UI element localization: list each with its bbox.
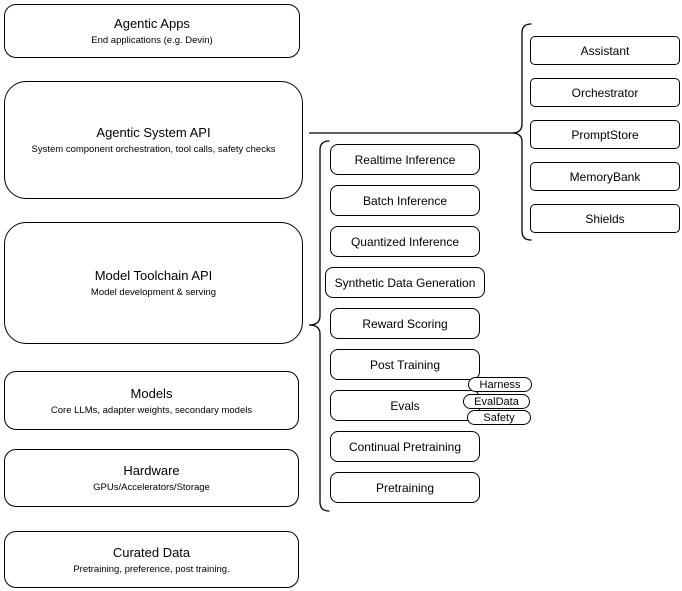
node-synthetic-data-generation: Synthetic Data Generation (325, 267, 485, 298)
node-shields: Shields (530, 204, 680, 233)
node-agentic-apps: Agentic Apps End applications (e.g. Devi… (4, 4, 300, 58)
node-models: Models Core LLMs, adapter weights, secon… (4, 371, 299, 430)
node-promptstore: PromptStore (530, 120, 680, 149)
pill-evaldata: EvalData (463, 394, 530, 409)
node-subtitle: Core LLMs, adapter weights, secondary mo… (50, 404, 253, 416)
node-assistant: Assistant (530, 36, 680, 65)
node-batch-inference: Batch Inference (330, 185, 480, 216)
node-continual-pretraining: Continual Pretraining (330, 431, 480, 462)
node-model-toolchain-api: Model Toolchain API Model development & … (4, 222, 303, 344)
node-realtime-inference: Realtime Inference (330, 144, 480, 175)
node-subtitle: Pretraining, preference, post training. (73, 563, 230, 575)
node-reward-scoring: Reward Scoring (330, 308, 480, 339)
node-pretraining: Pretraining (330, 472, 480, 503)
node-curated-data: Curated Data Pretraining, preference, po… (4, 531, 299, 588)
node-title: Models (130, 385, 173, 401)
toolchain-brace (308, 140, 330, 512)
node-agentic-system-api: Agentic System API System component orch… (4, 81, 303, 199)
node-title: Curated Data (112, 544, 191, 560)
node-subtitle: End applications (e.g. Devin) (91, 35, 213, 46)
node-subtitle: System component orchestration, tool cal… (31, 144, 276, 155)
node-title: Agentic System API (96, 125, 211, 140)
pill-safety: Safety (467, 410, 531, 425)
node-post-training: Post Training (330, 349, 480, 380)
node-subtitle: GPUs/Accelerators/Storage (93, 482, 210, 493)
pill-harness: Harness (468, 377, 532, 392)
node-title: Hardware (123, 463, 180, 478)
system-components-brace (511, 23, 532, 241)
node-hardware: Hardware GPUs/Accelerators/Storage (4, 449, 299, 507)
node-orchestrator: Orchestrator (530, 78, 680, 107)
node-quantized-inference: Quantized Inference (330, 226, 480, 257)
node-evals: Evals (330, 390, 480, 421)
node-memorybank: MemoryBank (530, 162, 680, 191)
node-subtitle: Model development & serving (90, 287, 217, 298)
node-title: Agentic Apps (114, 16, 190, 31)
node-title: Model Toolchain API (94, 268, 213, 283)
